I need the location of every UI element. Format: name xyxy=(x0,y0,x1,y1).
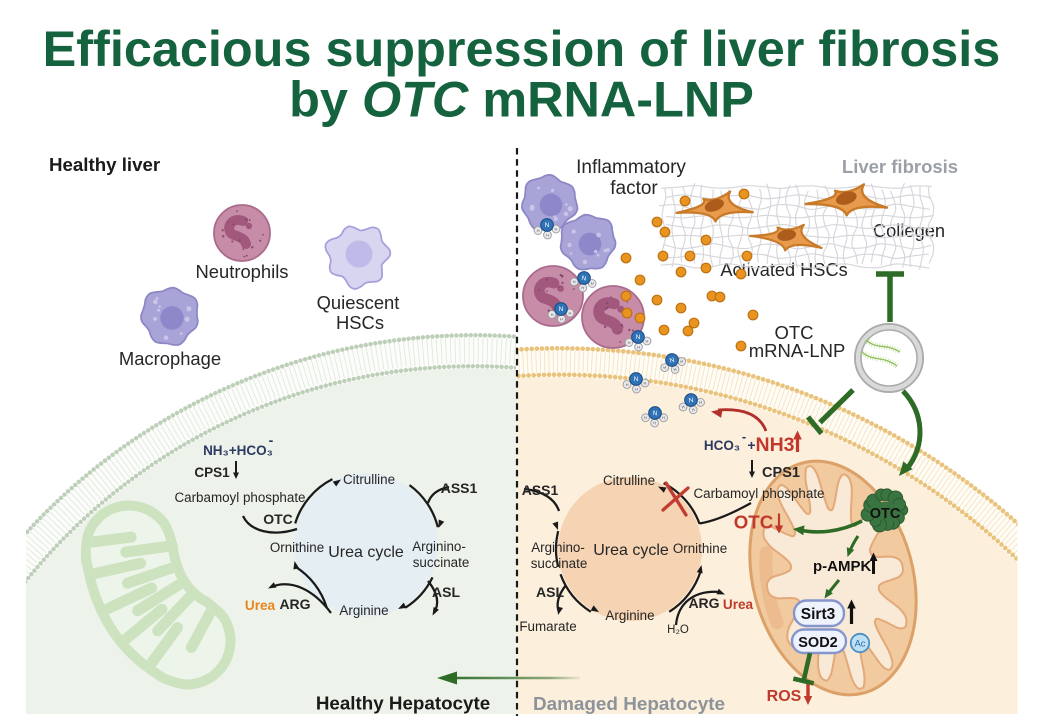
svg-text:HCO₃: HCO₃ xyxy=(704,438,740,453)
svg-text:H: H xyxy=(560,316,563,321)
svg-text:CPS1: CPS1 xyxy=(194,465,230,480)
svg-text:by OTC mRNA-LNP: by OTC mRNA-LNP xyxy=(289,71,754,128)
svg-text:Efficacious suppression of liv: Efficacious suppression of liver fibrosi… xyxy=(43,20,1001,77)
svg-text:succinate: succinate xyxy=(531,556,588,571)
svg-text:OTC: OTC xyxy=(263,511,293,527)
svg-text:-: - xyxy=(269,432,274,448)
svg-text:H: H xyxy=(569,310,572,315)
svg-text:H: H xyxy=(551,312,554,317)
svg-text:Urea cycle: Urea cycle xyxy=(593,542,669,559)
svg-text:Citrulline: Citrulline xyxy=(343,472,395,487)
svg-text:N: N xyxy=(634,376,639,383)
svg-text:H: H xyxy=(644,415,647,420)
svg-text:mRNA-LNP: mRNA-LNP xyxy=(749,340,846,361)
svg-text:H: H xyxy=(635,386,638,391)
svg-text:ASL: ASL xyxy=(432,584,460,600)
svg-text:N: N xyxy=(669,357,676,365)
svg-text:Arginine: Arginine xyxy=(605,608,654,623)
svg-text:H: H xyxy=(581,285,585,290)
svg-text:SOD2: SOD2 xyxy=(798,635,838,651)
svg-text:H: H xyxy=(644,380,647,385)
svg-text:H: H xyxy=(646,338,649,343)
svg-text:succinate: succinate xyxy=(413,555,470,570)
svg-text:H: H xyxy=(546,232,549,237)
svg-text:H: H xyxy=(555,226,558,231)
svg-text:Inflammatory: Inflammatory xyxy=(576,157,686,178)
svg-text:OTC: OTC xyxy=(870,506,901,522)
svg-text:Sirt3: Sirt3 xyxy=(801,606,836,623)
svg-text:H: H xyxy=(537,228,540,233)
svg-text:factor: factor xyxy=(610,178,658,199)
svg-text:H: H xyxy=(691,407,695,412)
svg-text:ARG: ARG xyxy=(688,595,719,611)
svg-text:Arginino-: Arginino- xyxy=(412,539,466,554)
svg-text:N: N xyxy=(559,306,564,313)
svg-text:N: N xyxy=(688,397,694,405)
svg-text:p-AMPK: p-AMPK xyxy=(813,558,871,575)
svg-text:Urea: Urea xyxy=(723,597,754,612)
svg-text:OTC: OTC xyxy=(734,512,773,533)
svg-text:H: H xyxy=(662,415,665,420)
svg-text:Liver fibrosis: Liver fibrosis xyxy=(842,156,958,177)
svg-text:H: H xyxy=(628,340,631,345)
svg-text:Quiescent: Quiescent xyxy=(317,292,400,313)
svg-text:H: H xyxy=(680,359,684,365)
svg-text:Citrulline: Citrulline xyxy=(603,473,655,488)
svg-text:H: H xyxy=(699,400,703,405)
svg-text:H: H xyxy=(663,365,667,371)
svg-text:ROS: ROS xyxy=(767,688,802,705)
svg-text:H: H xyxy=(590,281,594,286)
svg-text:N: N xyxy=(581,275,587,283)
svg-text:H: H xyxy=(637,344,640,349)
svg-text:ASS1: ASS1 xyxy=(522,482,559,498)
svg-text:-: - xyxy=(742,429,746,444)
svg-text:Ac: Ac xyxy=(854,639,865,650)
svg-text:HSCs: HSCs xyxy=(336,312,384,333)
svg-text:OTC: OTC xyxy=(774,322,813,343)
svg-text:Damaged Hepatocyte: Damaged Hepatocyte xyxy=(533,694,725,715)
svg-text:ASL: ASL xyxy=(536,584,564,600)
svg-text:N: N xyxy=(652,410,658,417)
svg-text:NH₃+HCO₃: NH₃+HCO₃ xyxy=(203,443,273,458)
svg-text:H: H xyxy=(572,279,576,284)
svg-text:NH3: NH3 xyxy=(755,434,794,456)
svg-text:Urea: Urea xyxy=(245,598,276,613)
svg-text:Carbamoyl phosphate: Carbamoyl phosphate xyxy=(174,490,305,505)
svg-text:Healthy liver: Healthy liver xyxy=(49,154,160,175)
svg-text:Ornithine: Ornithine xyxy=(673,541,727,556)
svg-text:Macrophage: Macrophage xyxy=(119,348,221,369)
svg-text:ASS1: ASS1 xyxy=(441,480,478,496)
svg-text:Fumarate: Fumarate xyxy=(519,619,576,634)
svg-text:Arginine: Arginine xyxy=(339,603,388,618)
svg-text:H: H xyxy=(653,420,656,425)
svg-text:H: H xyxy=(673,367,677,373)
svg-text:ARG: ARG xyxy=(279,596,310,612)
svg-text:Carbamoyl phosphate: Carbamoyl phosphate xyxy=(693,486,824,501)
svg-text:N: N xyxy=(545,222,550,229)
svg-text:+: + xyxy=(747,437,755,453)
svg-text:H: H xyxy=(681,404,685,409)
svg-text:Ornithine: Ornithine xyxy=(270,540,324,555)
svg-text:N: N xyxy=(636,334,641,341)
svg-text:H: H xyxy=(626,382,629,387)
svg-text:Healthy Hepatocyte: Healthy Hepatocyte xyxy=(316,693,490,714)
svg-text:CPS1: CPS1 xyxy=(762,465,800,481)
svg-text:Arginino-: Arginino- xyxy=(531,540,585,555)
svg-text:Neutrophils: Neutrophils xyxy=(195,261,288,282)
svg-text:H₂O: H₂O xyxy=(667,624,689,636)
svg-text:Urea cycle: Urea cycle xyxy=(328,544,404,561)
